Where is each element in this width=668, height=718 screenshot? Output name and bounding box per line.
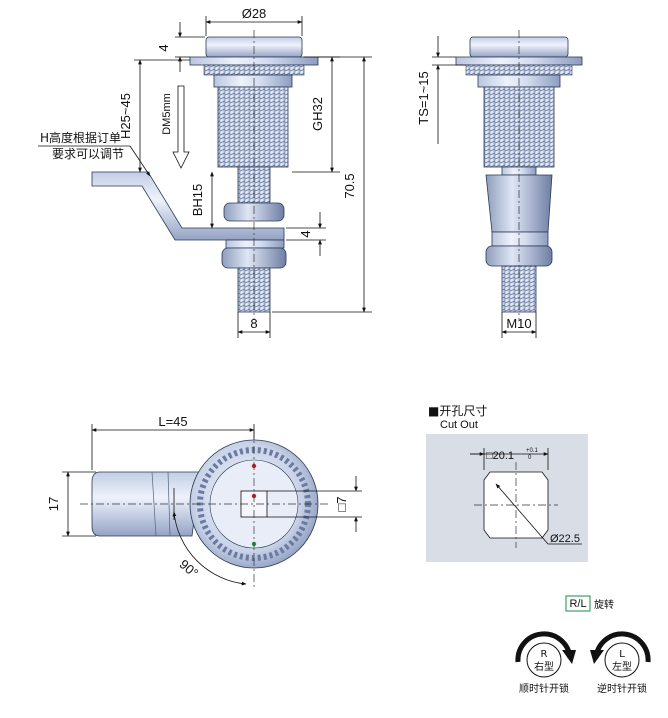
dim-dm: DM5mm	[161, 93, 173, 135]
top-view: L=45 17 □7 90°	[46, 414, 362, 590]
front-cam-lower	[491, 231, 549, 247]
dim-stem: 8	[250, 316, 257, 331]
threaded-barrel	[217, 86, 289, 168]
cutout-title-cn: ■开孔尺寸	[428, 404, 487, 418]
dim-total: 70.5	[342, 173, 357, 198]
rl-label: 旋转	[594, 598, 614, 611]
clockwise-arrow-icon	[515, 631, 573, 663]
dim-gh: GH32	[310, 97, 325, 131]
dim-h: H25~45	[118, 93, 133, 139]
dim-angle: 90°	[177, 556, 202, 580]
cutout-title-en: Cut Out	[440, 419, 478, 431]
left-type-circle	[604, 642, 640, 678]
dim-bh: BH15	[190, 184, 205, 217]
dim-diameter: Ø28	[242, 6, 267, 21]
right-caption: 顺时针开锁	[519, 682, 569, 695]
cutout-dim-square: □20.1	[486, 450, 514, 462]
right-type-circle	[526, 642, 562, 678]
dim-top: 4	[156, 44, 171, 51]
threaded-body	[213, 74, 293, 88]
cutout-view: ■开孔尺寸 Cut Out □20.1 +0.1 0 Ø22.5	[426, 404, 588, 562]
right-letter: R	[541, 649, 548, 660]
right-type: 右型	[534, 660, 554, 673]
note-line1: H高度根据订单	[40, 130, 121, 145]
clockwise-arrowhead-icon	[562, 650, 576, 664]
cutout-dim-diameter: Ø22.5	[550, 533, 580, 545]
front-view: TS=1~15 M10	[416, 30, 583, 338]
dm-arrow	[172, 85, 190, 169]
dim-thread: M10	[506, 316, 531, 331]
dim-width: 17	[46, 497, 61, 511]
cutout-tol-upper: +0.1	[526, 448, 539, 454]
cutout-tol-lower: 0	[528, 455, 532, 461]
dim-ts: TS=1~15	[416, 71, 431, 125]
dim-length: L=45	[158, 414, 187, 429]
note-line2: 要求可以调节	[52, 147, 124, 161]
left-letter: L	[619, 649, 625, 660]
counterclockwise-arrow-icon	[593, 631, 651, 663]
angle-arc	[172, 511, 247, 586]
side-view: Ø28 4 H25~45 DM5mm H高度根据订单 要求可以调节 GH32 7…	[38, 6, 372, 338]
dim-square: □7	[334, 496, 349, 511]
rl-box-label: R/L	[569, 598, 586, 610]
left-type: 左型	[612, 660, 632, 673]
dim-cam: 4	[298, 230, 313, 237]
counterclockwise-arrowhead-icon	[590, 650, 604, 664]
cam-nut-lower	[225, 239, 285, 249]
rotation-legend: R/L 旋转 R 右型 顺时针开锁 L 左型 逆时针开锁	[515, 595, 651, 695]
rl-box	[565, 595, 591, 612]
left-caption: 逆时针开锁	[597, 682, 647, 695]
